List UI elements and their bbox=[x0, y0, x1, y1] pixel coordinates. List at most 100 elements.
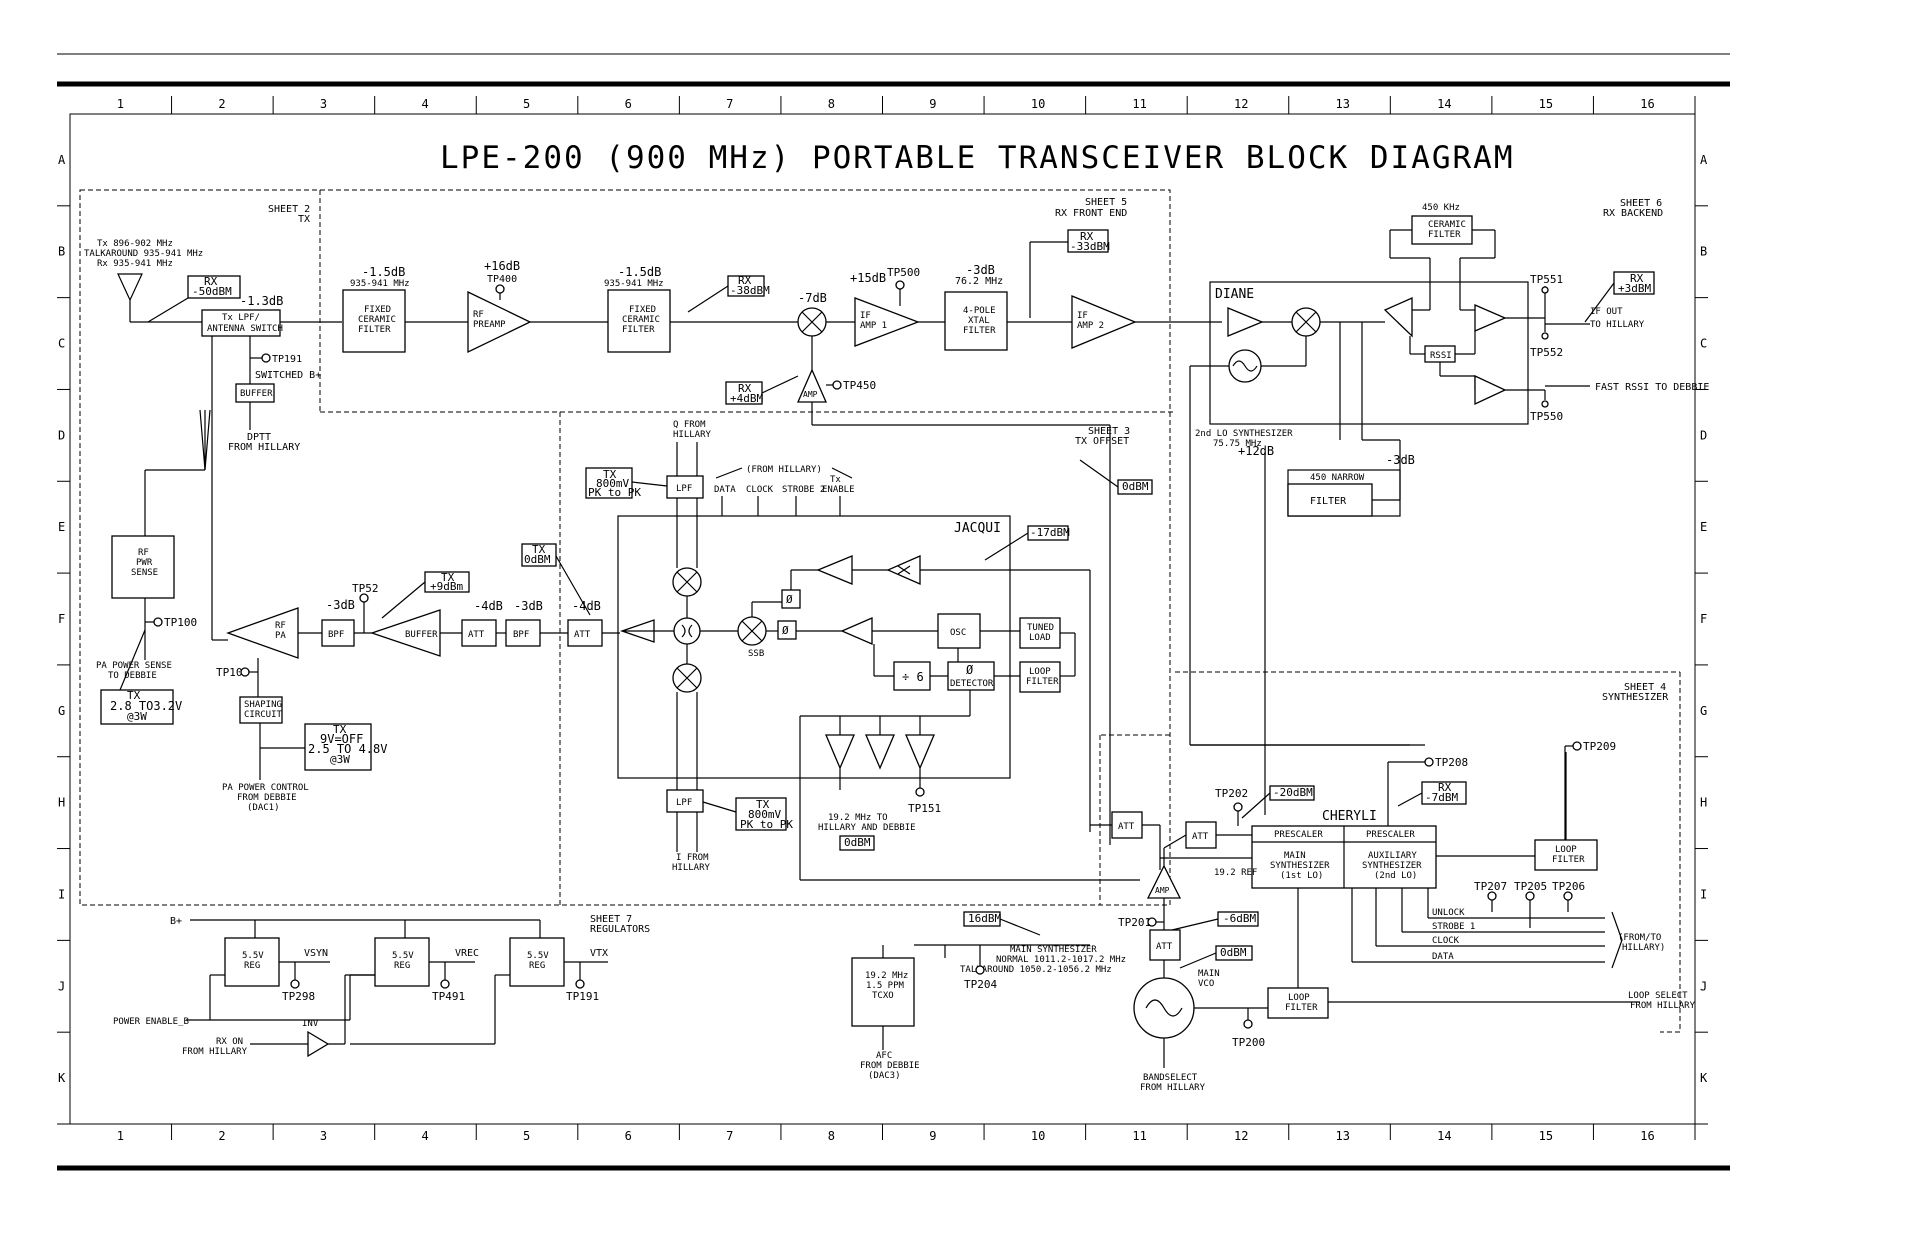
tcxo-line2: 1.5 PPM bbox=[866, 981, 905, 991]
grid-col-label-bottom: 11 bbox=[1132, 1129, 1146, 1143]
xtal-filter bbox=[944, 291, 1008, 351]
tp52-label: TP52 bbox=[352, 582, 379, 595]
diane-box bbox=[1209, 281, 1529, 425]
switch-label-2: ANTENNA SWITCH bbox=[207, 324, 283, 334]
rxon-from: FROM HILLARY bbox=[182, 1047, 248, 1057]
tuned-line2: LOAD bbox=[1029, 633, 1051, 643]
txpk-pp: PK to PK bbox=[588, 486, 641, 499]
grid-col-label-top: 5 bbox=[523, 97, 530, 111]
main-loop-filter bbox=[1267, 987, 1329, 1019]
pa-line2: PA bbox=[275, 631, 286, 641]
grid-row-label-left: J bbox=[58, 979, 65, 993]
limiter-amp bbox=[1474, 304, 1507, 332]
ref-dest-1: 19.2 MHz TO bbox=[828, 813, 888, 823]
ref-buf-1 bbox=[825, 734, 855, 770]
reg1-line1: 5.5V bbox=[242, 951, 264, 961]
filter1-line3: FILTER bbox=[358, 325, 391, 335]
ctrl-data: DATA bbox=[714, 485, 736, 495]
ifrom-source: HILLARY bbox=[672, 863, 711, 873]
rf-preamp bbox=[467, 290, 532, 354]
switch-buffer bbox=[235, 383, 275, 403]
filter1-line1: FIXED bbox=[364, 305, 391, 315]
grid-row-label-right: J bbox=[1700, 979, 1707, 993]
inv-label: INV bbox=[302, 1019, 319, 1029]
reg-vsyn bbox=[224, 937, 280, 987]
pa-sense-label: PA POWER SENSE bbox=[96, 661, 172, 671]
if-amp-2 bbox=[1071, 295, 1137, 349]
tx-offset: Q FROM HILLARY TX 800mV PK to PK LPF (FR… bbox=[585, 420, 1153, 881]
att2-gain: -4dB bbox=[572, 599, 601, 613]
if-amp-1 bbox=[854, 297, 920, 347]
if1-line1: IF bbox=[860, 311, 871, 321]
preamp-line2: PREAMP bbox=[473, 320, 506, 330]
bpf2-gain: -3dB bbox=[514, 599, 543, 613]
vrec-label: VREC bbox=[455, 948, 479, 959]
grid-row-label-left: H bbox=[58, 796, 65, 810]
grid-col-label-top: 15 bbox=[1539, 97, 1553, 111]
tuned-line1: TUNED bbox=[1027, 623, 1054, 633]
grid-col-label-top: 2 bbox=[218, 97, 225, 111]
gain12-label: +12dB bbox=[1238, 444, 1274, 458]
rx38-label: RX bbox=[738, 274, 752, 287]
diane-amp bbox=[1227, 307, 1264, 337]
filter2-line3: FILTER bbox=[622, 325, 655, 335]
bus-unlock: UNLOCK bbox=[1432, 908, 1465, 918]
sheet6-label: SHEET 6 bbox=[1620, 198, 1662, 209]
bpf1-label: BPF bbox=[328, 630, 344, 640]
txpk2-label: TX bbox=[756, 798, 770, 811]
grid-col-label-bottom: 14 bbox=[1437, 1129, 1451, 1143]
rssi-label: RSSI bbox=[1430, 351, 1452, 361]
ceramic-line1: CERAMIC bbox=[1428, 220, 1466, 230]
auxloop-line1: LOOP bbox=[1555, 845, 1577, 855]
grid-col-label-bottom: 16 bbox=[1640, 1129, 1654, 1143]
bus-clock: CLOCK bbox=[1432, 936, 1460, 946]
shaping-line1: SHAPING bbox=[244, 700, 282, 710]
diane-label: DIANE bbox=[1215, 287, 1254, 302]
tp204-label: TP204 bbox=[964, 978, 997, 991]
filter2-freq: 935-941 MHz bbox=[604, 279, 664, 289]
tcxo-line3: TCXO bbox=[872, 991, 894, 1001]
detector-phi: Ø bbox=[966, 663, 974, 677]
tcxo-line1: 19.2 MHz bbox=[865, 971, 908, 981]
mainloop-line2: FILTER bbox=[1285, 1003, 1318, 1013]
sheet4-sub: SYNTHESIZER bbox=[1602, 692, 1669, 703]
tx0-label: TX bbox=[532, 543, 546, 556]
vco-line2: VCO bbox=[1198, 979, 1214, 989]
bpf2-label: BPF bbox=[513, 630, 529, 640]
ceramic-freq: 450 KHz bbox=[1422, 203, 1460, 213]
bus-data: DATA bbox=[1432, 952, 1454, 962]
rx3-label: RX bbox=[1630, 272, 1644, 285]
auxloop-line2: FILTER bbox=[1552, 855, 1585, 865]
shaping-line2: CIRCUIT bbox=[244, 710, 283, 720]
bpf-gain: -3dB bbox=[326, 598, 355, 612]
xtal-freq: 76.2 MHz bbox=[955, 276, 1003, 287]
txctrl-label: TX bbox=[333, 723, 347, 736]
offset-amp bbox=[620, 619, 655, 643]
afc-dac: (DAC3) bbox=[868, 1071, 901, 1081]
antenna-section: Tx 896-902 MHz TALKAROUND 935-941 MHz Rx… bbox=[84, 239, 342, 641]
grid-row-label-right: D bbox=[1700, 428, 1707, 442]
preamp-line1: RF bbox=[473, 310, 484, 320]
ref-dest-2: HILLARY AND DEBBIE bbox=[818, 823, 916, 833]
grid-row-label-right: H bbox=[1700, 796, 1707, 810]
rx3-level: +3dBM bbox=[1618, 282, 1651, 295]
m20-level: -20dBM bbox=[1273, 786, 1313, 799]
qfrom-label: Q FROM bbox=[673, 420, 706, 430]
reg1-line2: REG bbox=[244, 961, 260, 971]
xtal-gain: -3dB bbox=[966, 263, 995, 277]
filter2-line1: FIXED bbox=[629, 305, 656, 315]
if2-line2: AMP 2 bbox=[1077, 321, 1104, 331]
regulators: B+ 5.5V REG VSYN TP298 5.5V REG VREC TP4… bbox=[113, 916, 608, 1058]
tp500-label: TP500 bbox=[887, 266, 920, 279]
mixer-gain: -7dB bbox=[798, 291, 827, 305]
grid-col-label-bottom: 13 bbox=[1336, 1129, 1350, 1143]
synthesizer: TP208 TP209 TP202 -20dBM RX -7dBM CHERYL… bbox=[851, 740, 1696, 1093]
main-line2: SYNTHESIZER bbox=[1270, 861, 1330, 871]
tx-chain: RF PWR SENSE TP100 PA POWER SENSE TO DEB… bbox=[96, 535, 620, 813]
grid-col-label-top: 7 bbox=[726, 97, 733, 111]
grid-row-label-right: G bbox=[1700, 704, 1707, 718]
tp206-label: TP206 bbox=[1552, 880, 1585, 893]
sheet-labels: SHEET 2 TX SHEET 5 RX FRONT END SHEET 6 … bbox=[268, 197, 1669, 935]
rx33-label: RX bbox=[1080, 230, 1094, 243]
antenna-freq-2: TALKAROUND 935-941 MHz bbox=[84, 249, 203, 259]
